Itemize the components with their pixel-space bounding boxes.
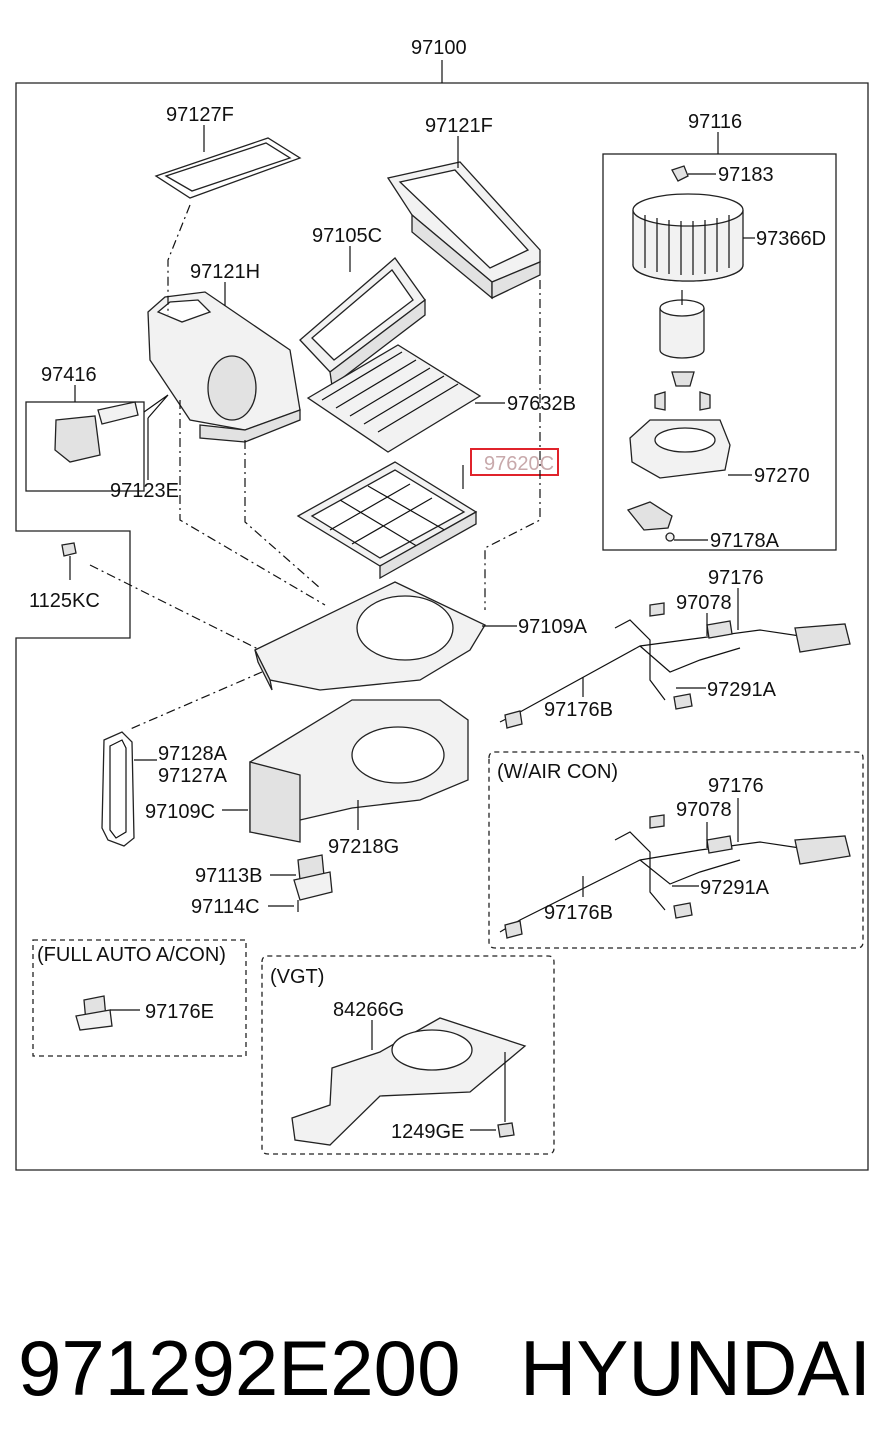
label-97176B: 97176B [544, 699, 613, 721]
vgt-box [261, 955, 555, 1155]
aircon-box [488, 751, 864, 949]
label-97123E: 97123E [110, 480, 179, 502]
part-97121H [147, 291, 301, 443]
label-1125KC: 1125KC [29, 590, 100, 612]
part-97105C [299, 257, 426, 388]
vgt-title: (VGT) [270, 966, 324, 988]
part-97366D [632, 193, 744, 282]
aircon-title: (W/AIR CON) [497, 761, 618, 783]
aircon-label-97078: 97078 [676, 799, 732, 821]
label-97218G: 97218G [328, 836, 399, 858]
label-97632B: 97632B [507, 393, 576, 415]
part-97127F [154, 137, 302, 199]
label-97620C: 97620C [484, 453, 554, 475]
label-97078: 97078 [676, 592, 732, 614]
part-97620C [296, 461, 478, 580]
part-1125KC [61, 542, 77, 580]
label-1249GE: 1249GE [391, 1121, 464, 1143]
part-97183 [671, 165, 689, 182]
main-frame [15, 82, 869, 1171]
label-97291A: 97291A [707, 679, 777, 701]
label-97116: 97116 [688, 111, 742, 133]
label-97127A: 97127A [158, 765, 228, 787]
label-97128A: 97128A [158, 743, 228, 765]
aircon-label-97291A: 97291A [700, 877, 770, 899]
part-97109A [254, 581, 486, 691]
part-97178A [626, 501, 675, 542]
label-97121F: 97121F [425, 115, 493, 137]
label-97176: 97176 [708, 567, 764, 589]
label-97113B: 97113B [195, 865, 262, 887]
label-97105C: 97105C [312, 225, 382, 247]
label-97100: 97100 [411, 37, 467, 59]
label-97127F: 97127F [166, 104, 234, 126]
part-97176E [75, 995, 113, 1031]
label-97178A: 97178A [710, 530, 780, 552]
aircon-label-97176: 97176 [708, 775, 764, 797]
assembly-leaders [89, 204, 541, 731]
label-97183: 97183 [718, 164, 774, 186]
label-97109C: 97109C [145, 801, 215, 823]
label-97270: 97270 [754, 465, 810, 487]
part-1249GE [497, 1052, 515, 1138]
aircon-harness [499, 814, 851, 939]
label-97366D: 97366D [756, 228, 826, 250]
part-97121F [386, 161, 541, 300]
fullauto-box [32, 939, 247, 1057]
blower-motor [659, 290, 705, 387]
part-97128A [101, 731, 135, 847]
part-97416-box [25, 401, 145, 492]
part-97113B [293, 854, 333, 901]
part-97416 [54, 401, 139, 463]
part-97632B [306, 344, 482, 453]
label-97109A: 97109A [518, 616, 588, 638]
part-97109C [249, 699, 469, 843]
part-97176 [499, 602, 851, 729]
part-84266G [291, 1017, 527, 1146]
aircon-label-97176B: 97176B [544, 902, 613, 924]
label-84266G: 84266G [333, 999, 404, 1021]
footer-part-number: 971292E200 [18, 1324, 460, 1412]
label-97121H: 97121H [190, 261, 260, 283]
footer-brand: HYUNDAI [520, 1324, 871, 1412]
highlight-97620C [470, 448, 559, 476]
label-97114C: 97114C [191, 896, 260, 918]
fullauto-title: (FULL AUTO A/CON) [37, 944, 226, 966]
label-97416: 97416 [41, 364, 97, 386]
part-97116-box [602, 153, 837, 551]
part-97270 [629, 391, 731, 479]
label-97176E: 97176E [145, 1001, 214, 1023]
